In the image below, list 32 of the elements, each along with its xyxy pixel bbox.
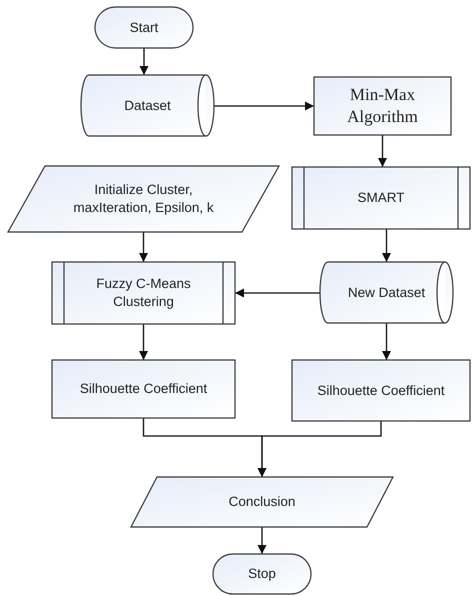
arrow xyxy=(140,48,148,75)
process-box xyxy=(314,77,451,135)
arrow xyxy=(382,323,391,360)
arrow xyxy=(214,102,314,110)
node-label: Start xyxy=(130,18,158,36)
node-label: Fuzzy C-Means Clustering xyxy=(95,275,192,311)
node-label: Conclusion xyxy=(228,493,296,511)
arrow xyxy=(378,135,387,167)
arrow xyxy=(139,324,148,360)
node-label: Min-Max Algorithm xyxy=(346,84,419,128)
node-label: New Dataset xyxy=(348,284,426,302)
data-storage-shape xyxy=(320,262,453,323)
process-box xyxy=(292,360,470,421)
arrow xyxy=(258,527,266,554)
stop-terminal xyxy=(213,554,311,594)
node-label: Silhouette Coefficient xyxy=(317,382,445,400)
input-parallelogram xyxy=(8,166,279,232)
node-label: Initialize Cluster, maxIteration, Epsilon, k xyxy=(72,181,215,217)
data-storage-shape xyxy=(81,75,214,136)
node-label: Silhouette Coefficient xyxy=(80,380,208,398)
node-label: Stop xyxy=(248,565,276,583)
process-box xyxy=(52,360,235,418)
arrow xyxy=(235,288,320,298)
predefined-process-box xyxy=(292,167,470,229)
arrow xyxy=(258,421,382,477)
start-terminal xyxy=(95,7,193,48)
output-parallelogram xyxy=(131,477,393,527)
node-label: SMART xyxy=(357,189,404,207)
predefined-process-box xyxy=(52,262,235,324)
arrow xyxy=(382,229,391,262)
arrow xyxy=(139,232,148,262)
node-label: Dataset xyxy=(124,96,171,114)
